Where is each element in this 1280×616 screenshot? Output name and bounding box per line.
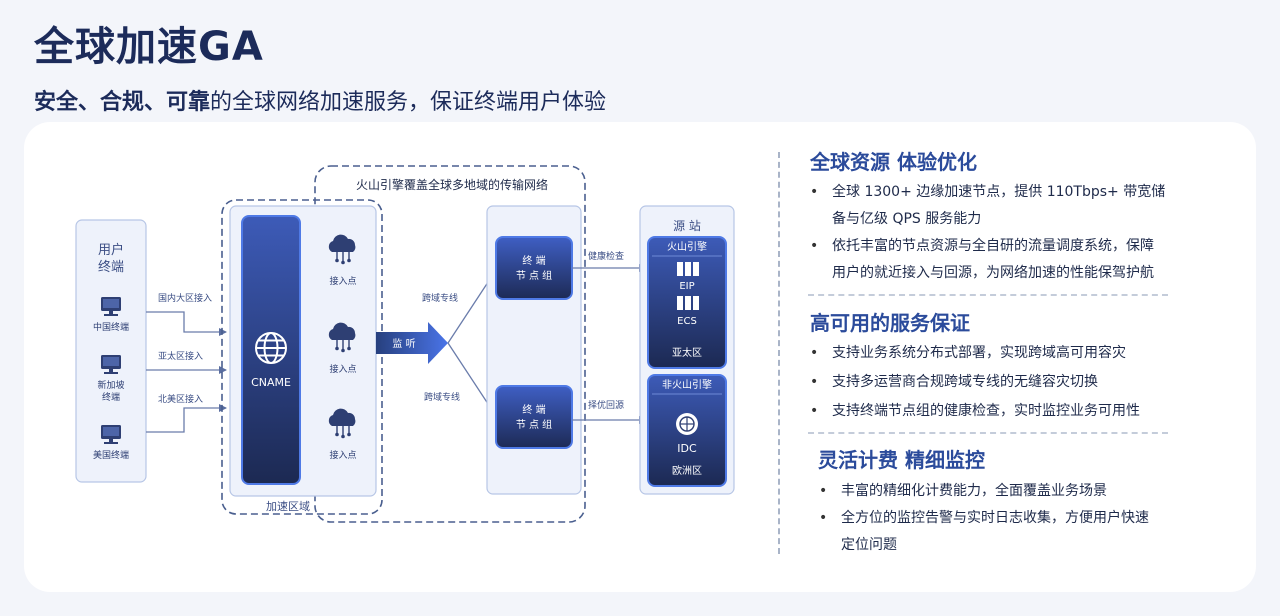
best-return-label: 择优回源 bbox=[588, 399, 624, 411]
section-billing-bullets: 丰富的精细化计费能力，全面覆盖业务场景 全方位的监控告警与实时日志收集，方便用户… bbox=[817, 478, 1197, 559]
node-group-top-line1: 终 端 bbox=[522, 254, 545, 267]
listen-arrow bbox=[376, 322, 448, 364]
user-terminals-title-1: 用户 bbox=[98, 242, 124, 258]
access-link-na: 北美区接入 bbox=[158, 393, 203, 405]
idc-label: IDC bbox=[677, 442, 697, 455]
access-link-china: 国内大区接入 bbox=[158, 292, 212, 304]
cross-region-label-1: 跨域专线 bbox=[422, 292, 458, 304]
node-group-top bbox=[495, 236, 573, 300]
idc-globe-icon bbox=[676, 413, 698, 435]
server-icon bbox=[677, 296, 699, 310]
section-availability-bullets: 支持业务系统分布式部署，实现跨域高可用容灾 支持多运营商合规跨域专线的无缝容灾切… bbox=[808, 339, 1188, 426]
bullet-item: 依托丰富的节点资源与全自研的流量调度系统，保障用户的就近接入与回源，为网络加速的… bbox=[808, 233, 1188, 287]
acceleration-region-label: 加速区域 bbox=[266, 500, 310, 513]
page-subtitle: 安全、合规、可靠的全球网络加速服务，保证终端用户体验 bbox=[34, 84, 606, 116]
transfer-network-label: 火山引擎覆盖全球多地域的传输网络 bbox=[356, 177, 548, 192]
section-title-availability: 高可用的服务保证 bbox=[810, 311, 970, 335]
acceleration-region bbox=[221, 199, 383, 515]
cname-label: CNAME bbox=[251, 376, 291, 389]
user-terminals-panel bbox=[75, 219, 147, 483]
section-title-global: 全球资源 体验优化 bbox=[810, 150, 977, 174]
eip-label: EIP bbox=[679, 281, 694, 292]
access-point-2: 接入点 bbox=[329, 363, 356, 375]
access-point-3: 接入点 bbox=[329, 449, 356, 461]
non-volcengine-title: 非火山引擎 bbox=[662, 378, 712, 391]
node-group-bottom bbox=[495, 385, 573, 449]
bullet-item: 丰富的精细化计费能力，全面覆盖业务场景 bbox=[817, 478, 1197, 505]
terminal-singapore-1: 新加坡 bbox=[97, 379, 124, 391]
subtitle-rest: 的全球网络加速服务，保证终端用户体验 bbox=[210, 90, 607, 115]
subtitle-bold: 安全、合规、可靠 bbox=[34, 90, 211, 115]
page-title: 全球加速GA bbox=[34, 24, 264, 70]
access-point-1: 接入点 bbox=[329, 275, 356, 287]
cross-region-label-2: 跨域专线 bbox=[424, 391, 460, 403]
node-group-bottom-line1: 终 端 bbox=[522, 403, 545, 416]
apac-region-label: 亚太区 bbox=[672, 346, 702, 359]
section-divider bbox=[808, 294, 1168, 296]
listen-label: 监 听 bbox=[392, 337, 415, 350]
node-group-top-line2: 节 点 组 bbox=[516, 269, 552, 282]
origin-title: 源 站 bbox=[673, 219, 701, 233]
bullet-item: 支持业务系统分布式部署，实现跨域高可用容灾 bbox=[808, 339, 1188, 368]
bullet-item: 支持终端节点组的健康检查，实时监控业务可用性 bbox=[808, 397, 1188, 426]
terminal-china: 中国终端 bbox=[93, 321, 129, 333]
section-title-billing: 灵活计费 精细监控 bbox=[818, 448, 985, 472]
terminal-singapore-2: 终端 bbox=[102, 391, 120, 403]
ecs-label: ECS bbox=[677, 316, 697, 327]
node-group-bottom-line2: 节 点 组 bbox=[516, 418, 552, 431]
globe-icon bbox=[255, 332, 287, 364]
server-icon bbox=[677, 262, 699, 276]
access-link-apac: 亚太区接入 bbox=[158, 350, 203, 362]
terminal-usa: 美国终端 bbox=[93, 449, 129, 461]
cname-pillar bbox=[241, 215, 301, 485]
section-divider bbox=[808, 432, 1168, 434]
europe-region-label: 欧洲区 bbox=[672, 465, 702, 477]
architecture-diagram: 火山引擎覆盖全球多地域的传输网络 用户 终端 中国终端 新加坡 终端 美国终端 … bbox=[75, 165, 735, 523]
user-terminals-title-2: 终端 bbox=[98, 259, 124, 275]
health-check-label: 健康检查 bbox=[588, 250, 624, 262]
vertical-divider bbox=[778, 152, 780, 554]
bullet-item: 支持多运营商合规跨域专线的无缝容灾切换 bbox=[808, 368, 1188, 397]
volcengine-title: 火山引擎 bbox=[667, 240, 707, 253]
